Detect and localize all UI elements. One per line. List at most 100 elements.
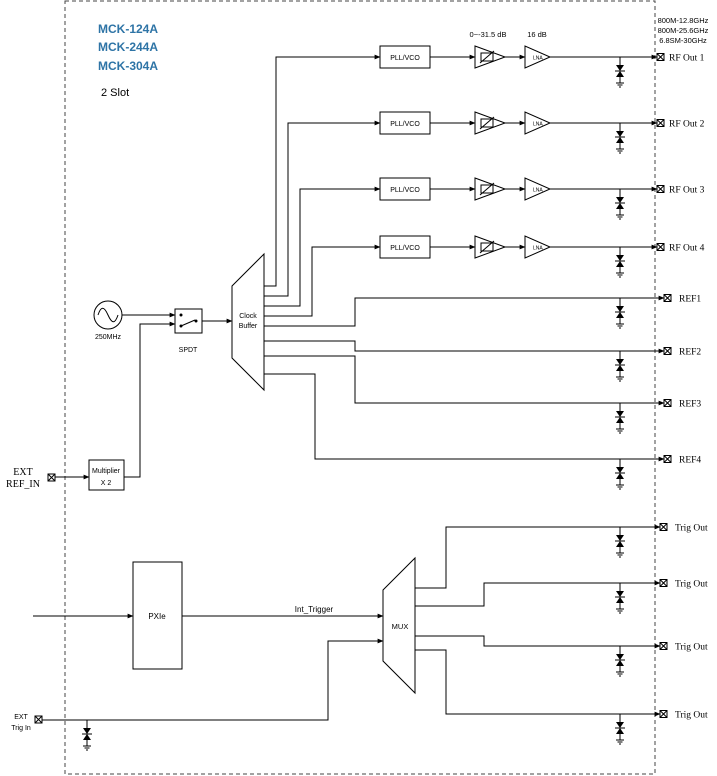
tvs-diode (615, 403, 625, 434)
lna-amplifier-icon (524, 111, 552, 135)
pll-vco-label: PLL/VCO (390, 121, 420, 128)
lna-amplifier-icon (524, 45, 552, 69)
trig-output-label: Trig Out (675, 580, 708, 590)
spdt-label: SPDT (179, 347, 198, 354)
tvs-diode (615, 714, 625, 745)
trig-chain-1: Trig Out (415, 523, 708, 589)
trig-wire (415, 635, 661, 649)
sine-wave-icon (97, 307, 119, 323)
ref-output-connector (663, 399, 672, 407)
ext-ref-label-2: REF_IN (6, 479, 40, 490)
lna-label: LNA (533, 246, 543, 252)
trig-output-connector (659, 523, 668, 531)
model-name-3: MCK-304A (98, 59, 158, 73)
trig-output-label: Trig Out (675, 711, 708, 721)
rf-output-label: RF Out 2 (669, 120, 705, 130)
model-name-1: MCK-124A (98, 22, 158, 36)
buffer-to-pll-wire (264, 120, 381, 297)
ext-trig-label-2: Trig In (11, 725, 31, 732)
trig-output-connector (659, 579, 668, 587)
rf-chain-2: PLL/VCO LNA RF Out 2 (264, 111, 705, 297)
ref-wire (264, 295, 665, 327)
pll-vco-label: PLL/VCO (390, 187, 420, 194)
rf-chain-1: PLL/VCO LNA RF Out 1 (264, 45, 705, 287)
amplifier-gain-label: 16 dB (527, 30, 547, 39)
tvs-diode (615, 189, 625, 220)
trig-wire (415, 524, 661, 589)
freq-range-1: 800M-12.8GHz (658, 16, 709, 25)
lna-label: LNA (533, 56, 543, 62)
rf-output-label: RF Out 3 (669, 186, 705, 196)
tvs-diode (82, 720, 92, 751)
lna-label: LNA (533, 122, 543, 128)
ref-output-label: REF3 (679, 400, 701, 410)
attenuator-gain-label: 0~-31.5 dB (470, 30, 507, 39)
buffer-to-pll-wire (264, 244, 381, 317)
rf-output-label: RF Out 1 (669, 54, 705, 64)
ref-chain-3: REF3 (264, 355, 701, 434)
freq-range-3: 6.8SM-30GHz (659, 36, 707, 45)
slot-label: 2 Slot (101, 87, 129, 99)
buffer-to-pll-wire (264, 186, 381, 307)
rf-output-connector (656, 243, 665, 251)
buffer-to-pll-wire (264, 54, 381, 287)
ext-trig-wire (42, 638, 384, 721)
tvs-diode (615, 298, 625, 329)
mux (382, 556, 416, 695)
ext-trig-tvs-diode (82, 720, 92, 751)
module-boundary (64, 0, 656, 775)
ref-output-label: REF2 (679, 348, 701, 358)
clock-buffer (231, 252, 265, 392)
tvs-diode (615, 247, 625, 278)
tvs-diode (615, 583, 625, 614)
trig-wire (415, 649, 661, 717)
multiplier-label-2: X 2 (101, 480, 112, 487)
tvs-diode (615, 351, 625, 382)
int-trigger-label: Int_Trigger (295, 605, 334, 614)
tvs-diode (615, 646, 625, 677)
mux-label: MUX (392, 622, 409, 631)
multiplier-to-spdt-wire (124, 321, 176, 478)
model-name-2: MCK-244A (98, 40, 158, 54)
ref-wire (264, 373, 665, 462)
oscillator-label: 250MHz (95, 334, 122, 341)
pxie-label: PXIe (148, 612, 166, 621)
ref-chain-2: REF2 (264, 340, 701, 382)
ref-wire (264, 355, 665, 406)
ref-output-label: REF4 (679, 456, 701, 466)
trig-output-label: Trig Out (675, 524, 708, 534)
ext-ref-label-1: EXT (13, 467, 32, 478)
trig-output-connector (659, 710, 668, 718)
trig-chain-3: Trig Out (415, 635, 708, 677)
rf-output-connector (656, 185, 665, 193)
pll-vco-label: PLL/VCO (390, 55, 420, 62)
tvs-diode (615, 57, 625, 88)
tvs-diode (615, 459, 625, 490)
clock-buffer-label-2: Buffer (239, 323, 258, 330)
ref-chain-1: REF1 (264, 294, 701, 329)
multiplier-label-1: Multiplier (92, 468, 121, 475)
rf-output-connector (656, 53, 665, 61)
ref-chain-4: REF4 (264, 373, 701, 490)
ext-trig-label-1: EXT (14, 714, 28, 721)
ext-ref-in-connector (47, 473, 56, 482)
trig-output-connector (659, 642, 668, 650)
ref-wire (264, 340, 665, 354)
clock-buffer-label-1: Clock (239, 313, 257, 320)
tvs-diode (615, 527, 625, 558)
spdt-switch (174, 308, 203, 334)
multiplier-block (88, 459, 125, 491)
freq-range-2: 800M-25.6GHz (658, 26, 709, 35)
ref-output-connector (663, 455, 672, 463)
lna-amplifier-icon (524, 177, 552, 201)
tvs-diode (615, 123, 625, 154)
ref-output-connector (663, 347, 672, 355)
lna-amplifier-icon (524, 235, 552, 259)
rf-output-connector (656, 119, 665, 127)
rf-output-label: RF Out 4 (669, 244, 705, 254)
trig-wire (415, 580, 661, 607)
